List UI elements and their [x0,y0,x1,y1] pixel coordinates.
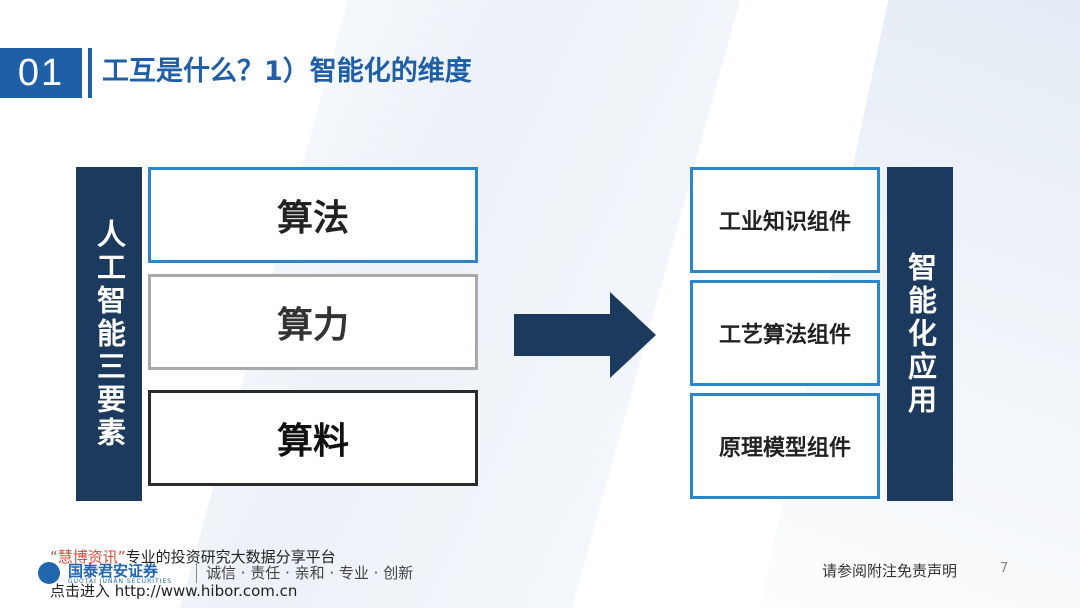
slogan-rest: 专业的投资研究大数据分享平台 [125,548,336,566]
disclaimer-text: 请参阅附注免责声明 [822,562,958,580]
ai-three-elements-label: 人工智能三要素 [76,167,142,501]
section-number: 01 [0,48,82,98]
footer-motto: 诚信 · 责任 · 亲和 · 专业 · 创新 [206,564,414,582]
title-accent-bar [88,48,92,98]
right-arrow-icon [514,292,656,378]
slogan-brand: 慧博资讯 [57,548,118,566]
ai-three-elements-text: 人工智能三要素 [92,218,127,450]
component-box-process-algorithm: 工艺算法组件 [690,280,880,386]
logo-subtitle: GUOTAI JUNAN SECURITIES [68,578,173,585]
element-box-algorithm: 算法 [148,167,478,263]
intelligent-application-label: 智能化应用 [887,167,953,501]
company-logo: 国泰君安证券 GUOTAI JUNAN SECURITIES [38,562,188,585]
footer-slogan: “慧博资讯”专业的投资研究大数据分享平台 [50,546,336,567]
logo-name: 国泰君安证券 [68,562,159,580]
slogan-open-quote: “ [50,548,58,566]
component-box-industrial-knowledge: 工业知识组件 [690,167,880,273]
footer-divider [196,563,197,583]
component-box-principle-model: 原理模型组件 [690,393,880,499]
element-box-compute: 算力 [148,274,478,370]
logo-emblem-icon [38,562,60,584]
slogan-close-quote: ” [117,548,126,566]
element-box-data: 算料 [148,390,478,486]
page-title: 工互是什么？1）智能化的维度 [102,56,472,87]
page-number: 7 [1000,561,1009,576]
intelligent-application-text: 智能化应用 [903,251,938,417]
footer-link[interactable]: 点击进入 http://www.hibor.com.cn [50,582,298,600]
